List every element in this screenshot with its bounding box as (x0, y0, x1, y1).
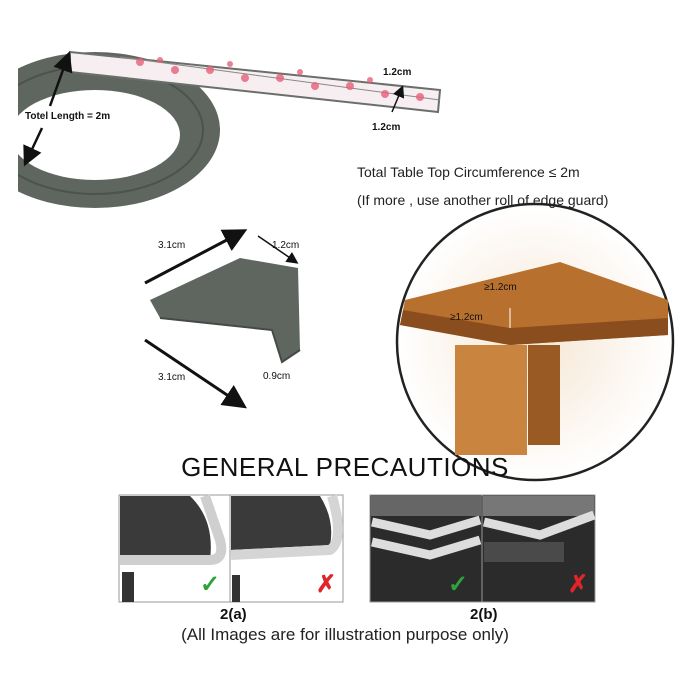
roll-width-label: 1.2cm (372, 122, 401, 133)
corner-top-length-label: 3.1cm (158, 240, 186, 251)
roll-height-label: 1.2cm (383, 67, 412, 78)
check-icon: ✓ (200, 571, 221, 598)
cross-icon: ✗ (568, 571, 589, 598)
precaution-panel-a (118, 494, 344, 603)
precaution-panel-b (369, 494, 596, 603)
edge-guard-roll (0, 40, 442, 220)
panel-a-caption: 2(a) (220, 606, 247, 623)
check-icon: ✓ (448, 571, 469, 598)
illustration-disclaimer: (All Images are for illustration purpose… (181, 625, 509, 644)
table-side-label: ≥1.2cm (450, 312, 483, 323)
corner-top-width-label: 1.2cm (272, 240, 300, 251)
corner-bottom-length-label: 3.1cm (158, 372, 186, 383)
circumference-line-1: Total Table Top Circumference ≤ 2m (357, 164, 580, 180)
cross-icon: ✗ (316, 571, 337, 598)
corner-thickness-label: 0.9cm (263, 371, 291, 382)
table-top-label: ≥1.2cm (484, 282, 517, 293)
panel-b-caption: 2(b) (470, 606, 498, 623)
precautions-title: GENERAL PRECAUTIONS (181, 452, 509, 482)
corner-guard (144, 229, 301, 409)
roll-length-label: Totel Length = 2m (25, 111, 111, 122)
circumference-line-2: (If more , use another roll of edge guar… (357, 192, 609, 208)
table-corner-photo (395, 202, 675, 482)
